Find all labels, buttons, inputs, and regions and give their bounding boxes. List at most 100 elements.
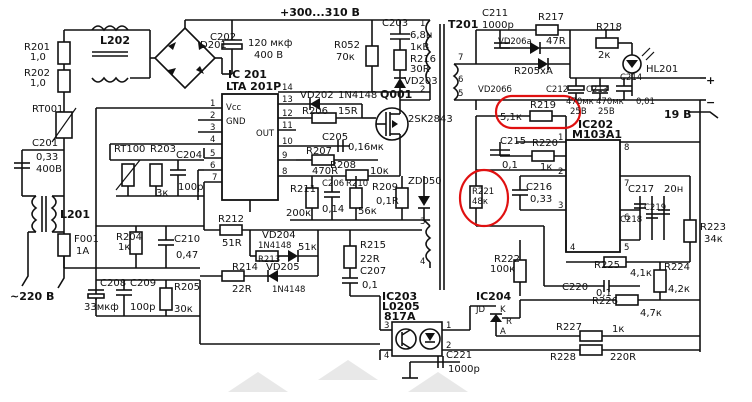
r205-ref: R205	[174, 282, 200, 293]
l202-ref: L202	[100, 34, 130, 47]
r201-ref: R201	[24, 42, 50, 53]
labels: +300...310 B T201 19 B ~220 B R201 1,0 R…	[10, 6, 726, 375]
l202-coil-top	[91, 25, 129, 32]
opto-pin2: 2	[446, 341, 451, 351]
c220-ref: C220	[562, 282, 588, 293]
r221-ref: R221	[472, 187, 494, 197]
opto-section	[200, 295, 700, 379]
r213-value: 51к	[298, 242, 317, 253]
r227-value: 1к	[612, 324, 624, 335]
watermark-shape-1	[228, 372, 288, 392]
highlight-r219	[494, 94, 582, 130]
r052-ref: R052	[334, 40, 360, 51]
r222-value: 100к	[490, 264, 515, 275]
r215-ref: R215	[360, 240, 386, 251]
output-voltage-label: 19 B	[664, 108, 692, 121]
r203-value: 3к	[156, 188, 168, 199]
mains-plug-right	[57, 270, 65, 289]
r220-value: 1к	[540, 162, 552, 173]
ic202-pin1: 1	[558, 133, 563, 143]
top-rail-label: +300...310 B	[280, 6, 360, 19]
ic201-pin5: 5	[210, 149, 215, 159]
r214-value: 22R	[232, 284, 252, 295]
t201-pin5: 5	[458, 89, 463, 99]
c209-value: 100p	[130, 302, 155, 313]
vd205-ref: VD205	[266, 262, 300, 273]
r216-body	[393, 49, 407, 71]
q001-mosfet	[375, 100, 409, 176]
c218-ref: C218	[620, 215, 642, 225]
r208-ref: R208	[330, 160, 356, 171]
c203-value1: 6,8н	[410, 30, 432, 41]
c213-value1: 470мк	[596, 97, 624, 107]
vd204-part: 1N4148	[258, 241, 291, 251]
ic202-pin2: 2	[558, 167, 563, 177]
c211-ref: C211	[482, 8, 508, 19]
r210-body	[349, 187, 363, 209]
ic201-pin13: 13	[282, 95, 293, 105]
c201-value1: 0,33	[36, 152, 58, 163]
output-plus: +	[706, 74, 715, 87]
r226-value: 4,7к	[640, 308, 662, 319]
c202-value2: 400 B	[254, 50, 283, 61]
transformer-t201	[350, 19, 476, 290]
r216-value: 30R	[410, 64, 430, 75]
c212-value1: 470мк	[566, 97, 594, 107]
r226-body	[615, 294, 639, 306]
opto-pin4: 4	[384, 351, 389, 361]
r211-value: 200к	[286, 208, 311, 219]
r212-body	[219, 224, 243, 236]
c212-ref: C212	[546, 85, 568, 95]
output-arrow	[688, 111, 719, 119]
vd206a-ref: VD206a	[498, 37, 532, 47]
r227-body	[579, 330, 603, 342]
c214-value: 0,01	[636, 97, 655, 107]
ic201-pin12: 12	[282, 109, 293, 119]
t201-pin6: 6	[458, 75, 463, 85]
t201-pin3: 3	[420, 217, 425, 227]
r203-body	[149, 163, 163, 187]
gate-drive-block	[290, 98, 430, 221]
r217-ref: R217	[538, 12, 564, 23]
r218-ref: R218	[596, 22, 622, 33]
ic201-pin10: 10	[282, 137, 293, 147]
bridge-d201	[149, 20, 222, 90]
r211-ref: R211	[290, 184, 316, 195]
ic201-ref: IC 201	[228, 68, 267, 81]
t201-pin1: 1	[420, 19, 425, 29]
vd204-ref: VD204	[262, 230, 296, 241]
c213-ref: C213	[586, 85, 608, 95]
r209-ref: R209	[372, 182, 398, 193]
r218-value: 2к	[598, 50, 610, 61]
ic202-body	[565, 139, 621, 253]
bottom-cap-block	[87, 279, 201, 344]
r206-value: 15R	[338, 106, 358, 117]
c210-value: 0,47	[176, 250, 198, 261]
c208-value: 33мкф	[84, 302, 119, 313]
r224-ref: R224	[664, 262, 690, 273]
opto-pin1: 1	[446, 321, 451, 331]
r209-value: 0,1R	[376, 196, 399, 207]
r212-block	[200, 224, 358, 296]
r205xa-ref: R205xA	[514, 66, 553, 77]
r225-ref: R225	[594, 260, 620, 271]
r201-body	[57, 41, 71, 65]
r052-value: 70к	[336, 52, 355, 63]
ic203-part2: 817A	[384, 310, 416, 323]
c215-value: 0,1	[502, 160, 518, 171]
c214-ref: C214	[620, 73, 642, 83]
r205-value: 30к	[174, 304, 193, 315]
r212-ref: R212	[218, 214, 244, 225]
c207-value: 0,1	[362, 280, 378, 291]
r219-body	[529, 110, 553, 122]
r202-value: 1,0	[30, 78, 46, 89]
c217-ref: C217	[628, 184, 654, 195]
rt100-ref: RT100	[114, 144, 145, 155]
ic202-pin5: 5	[624, 243, 629, 253]
c216-ref: C216	[526, 182, 552, 193]
ic204-ref: IC204	[476, 290, 511, 303]
r219-ref: R219	[530, 100, 556, 111]
c211-value: 1000p	[482, 20, 514, 31]
f001-body	[57, 233, 71, 257]
